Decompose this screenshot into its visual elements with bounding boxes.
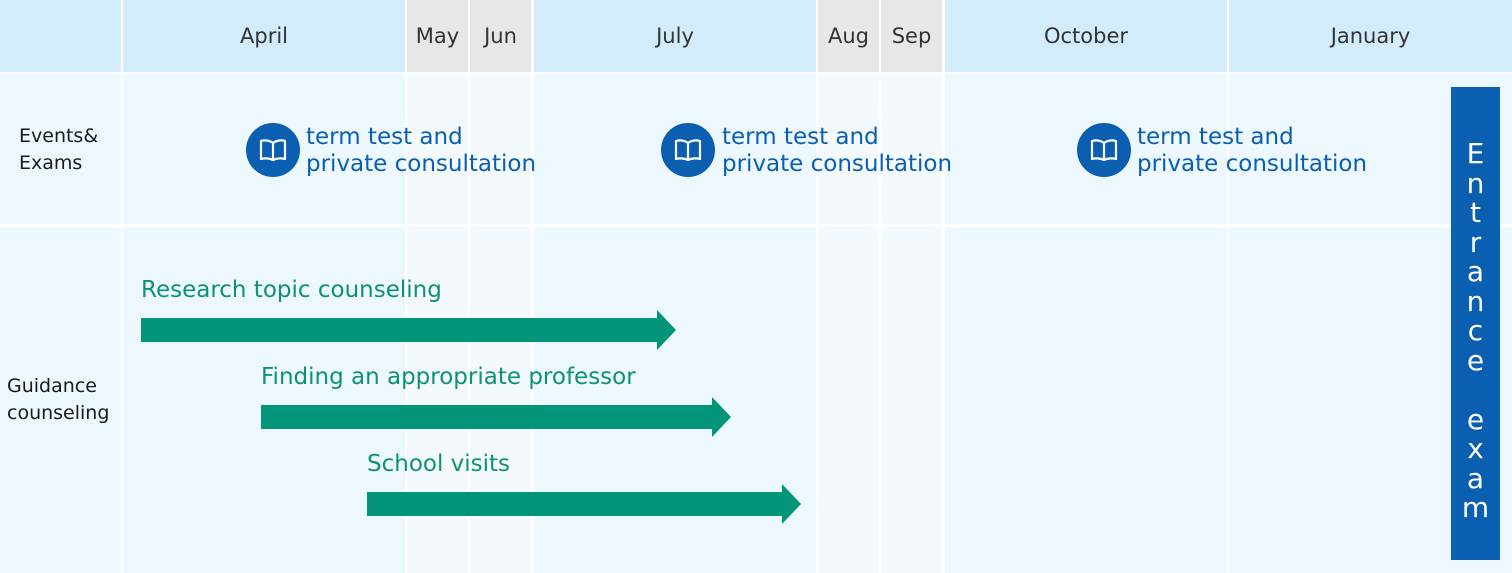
month-header-jun: Jun xyxy=(470,0,531,72)
column-aug xyxy=(818,74,879,573)
entrance-exam-letter: n xyxy=(1466,166,1485,200)
entrance-exam-letter: e xyxy=(1466,343,1485,377)
guidance-arrow-professor xyxy=(261,397,731,437)
header-corner xyxy=(0,0,121,72)
guidance-arrow-research xyxy=(141,310,676,350)
guidance-arrow-school-visits xyxy=(367,484,801,524)
month-header-january: January xyxy=(1229,0,1512,72)
month-header-sep: Sep xyxy=(881,0,942,72)
month-header-october: October xyxy=(945,0,1227,72)
entrance-exam-letter: a xyxy=(1466,461,1485,495)
entrance-exam-letter: t xyxy=(1470,196,1481,229)
guidance-label-professor: Finding an appropriate professor xyxy=(261,364,636,390)
row-label-column xyxy=(0,74,121,573)
column-sep xyxy=(881,74,942,573)
entrance-exam-letter: c xyxy=(1467,314,1484,347)
event-text: term test and private consultation xyxy=(722,124,953,177)
guidance-label-research: Research topic counseling xyxy=(141,277,442,303)
month-header-april: April xyxy=(123,0,405,72)
entrance-exam-letter: E xyxy=(1466,137,1485,170)
entrance-exam-letter: r xyxy=(1469,225,1482,259)
event-text: term test and private consultation xyxy=(1137,124,1368,177)
entrance-exam-letter xyxy=(1451,375,1500,405)
month-header-aug: Aug xyxy=(818,0,879,72)
entrance-exam-letter: m xyxy=(1461,491,1490,524)
month-header-july: July xyxy=(534,0,816,72)
entrance-exam-letter: x xyxy=(1467,432,1484,465)
row-label-guidance: Guidance counseling xyxy=(7,375,110,424)
guidance-label-school-visits: School visits xyxy=(367,451,511,477)
book-icon xyxy=(1077,123,1131,177)
row-divider xyxy=(0,224,1512,227)
month-header-may: May xyxy=(407,0,468,72)
row-label-events: Events& Exams xyxy=(19,125,99,174)
book-icon xyxy=(661,123,715,177)
event-text: term test and private consultation xyxy=(306,124,537,177)
entrance-exam-letter: n xyxy=(1466,284,1485,318)
book-icon xyxy=(246,123,300,177)
entrance-exam-letter: a xyxy=(1466,255,1485,288)
entrance-exam-letter: e xyxy=(1466,402,1485,436)
